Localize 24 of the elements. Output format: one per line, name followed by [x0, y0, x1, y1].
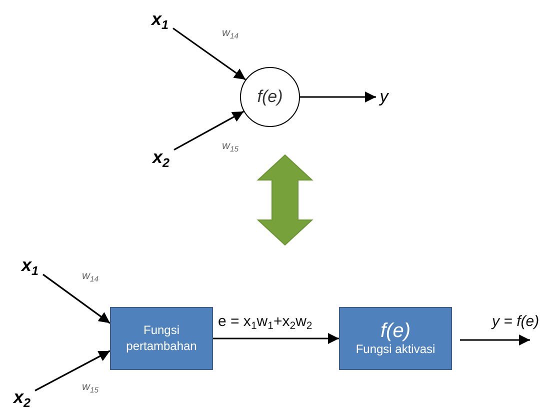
arrow [213, 332, 339, 344]
variable-label: x$_{1}$ [151, 8, 169, 30]
arrow [174, 110, 244, 151]
edge-label: w$_{15}$ [222, 141, 239, 152]
arrow [172, 28, 246, 80]
node-label: f(e) [257, 87, 283, 107]
function-label: f(e) [380, 320, 410, 342]
variable-label: x$_{2}$ [152, 146, 170, 168]
edge-label: e = x$_{1}$w$_{1}$+x$_{2}$w$_{2}$ [218, 314, 312, 329]
node-label: Fungsi pertambahan [125, 322, 198, 354]
arrow [460, 334, 530, 346]
edge-label: y = f(e) [492, 314, 540, 329]
arrow [300, 91, 376, 103]
variable-label: y [380, 87, 388, 107]
variable-label: x$_{1}$ [21, 254, 39, 276]
edge-label: w$_{15}$ [82, 382, 99, 393]
arrow [34, 350, 110, 392]
process-box [339, 307, 452, 370]
process-box [110, 307, 213, 370]
edge-label: w$_{14}$ [82, 271, 99, 282]
arrow [42, 274, 110, 324]
variable-label: x$_{2}$ [13, 387, 31, 408]
node-label: Fungsi aktivasi [356, 342, 436, 358]
edge-label: w$_{14}$ [222, 28, 239, 39]
